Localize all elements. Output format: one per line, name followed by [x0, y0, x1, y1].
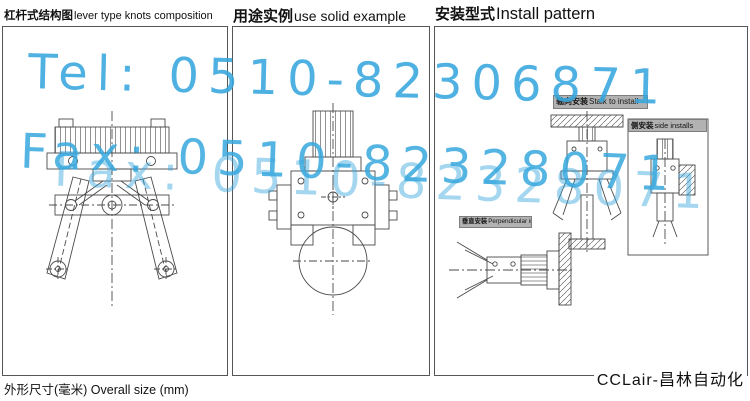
panel-use-example — [232, 26, 430, 376]
arm-centerlines — [56, 178, 168, 278]
section-title-use-example: 用途实例use solid example — [233, 5, 406, 26]
jaw-right — [352, 224, 376, 246]
workpiece-circle — [293, 226, 373, 296]
section-title-structure-en: lever type knots composition — [74, 10, 213, 22]
label-perpendicular-install-cn: 垂直安装 — [462, 217, 488, 225]
panel-install-pattern — [434, 26, 748, 376]
section-title-structure-cn: 杠杆式结构图 — [4, 10, 73, 22]
side-bracket-left — [268, 184, 292, 230]
label-side-install-en: side installs — [654, 120, 694, 130]
section-title-install-pattern: 安装型式Install pattern — [435, 3, 595, 24]
section-title-install-pattern-cn: 安装型式 — [435, 6, 496, 23]
lever-arm-right — [134, 176, 178, 281]
side-bracket-right — [374, 184, 398, 230]
label-axial-install-en: Stalk to install — [589, 97, 639, 106]
overall-size-caption: 外形尺寸(毫米) Overall size (mm) — [4, 383, 189, 397]
label-axial-install-cn: 轴向安装 — [556, 97, 588, 106]
axial-install-drawing — [550, 111, 624, 253]
lever-structure-drawing — [46, 111, 178, 307]
section-title-structure: 杠杆式结构图lever type knots composition — [4, 7, 213, 23]
side-install-drawing — [627, 118, 709, 256]
use-example-drawing — [268, 103, 398, 315]
panel-lever-structure — [2, 26, 228, 376]
grooved-rod — [312, 110, 354, 158]
install-pattern-drawing — [449, 111, 709, 306]
brand-cclair: CCLair-昌林自动化 — [593, 366, 747, 390]
section-title-install-pattern-en: Install pattern — [496, 5, 596, 23]
perpendicular-install-drawing — [449, 232, 573, 306]
label-side-install-cn: 侧安装 — [631, 120, 654, 130]
pivot-bar — [49, 194, 175, 216]
mounting-plate — [46, 152, 178, 182]
lever-arm-left — [46, 176, 90, 281]
label-perpendicular-install-en: Perpendicular install — [488, 217, 531, 225]
section-title-use-example-cn: 用途实例 — [233, 8, 294, 25]
section-title-use-example-en: use solid example — [294, 8, 407, 24]
jaw-left — [290, 224, 314, 246]
top-cylinder-block — [54, 118, 170, 154]
